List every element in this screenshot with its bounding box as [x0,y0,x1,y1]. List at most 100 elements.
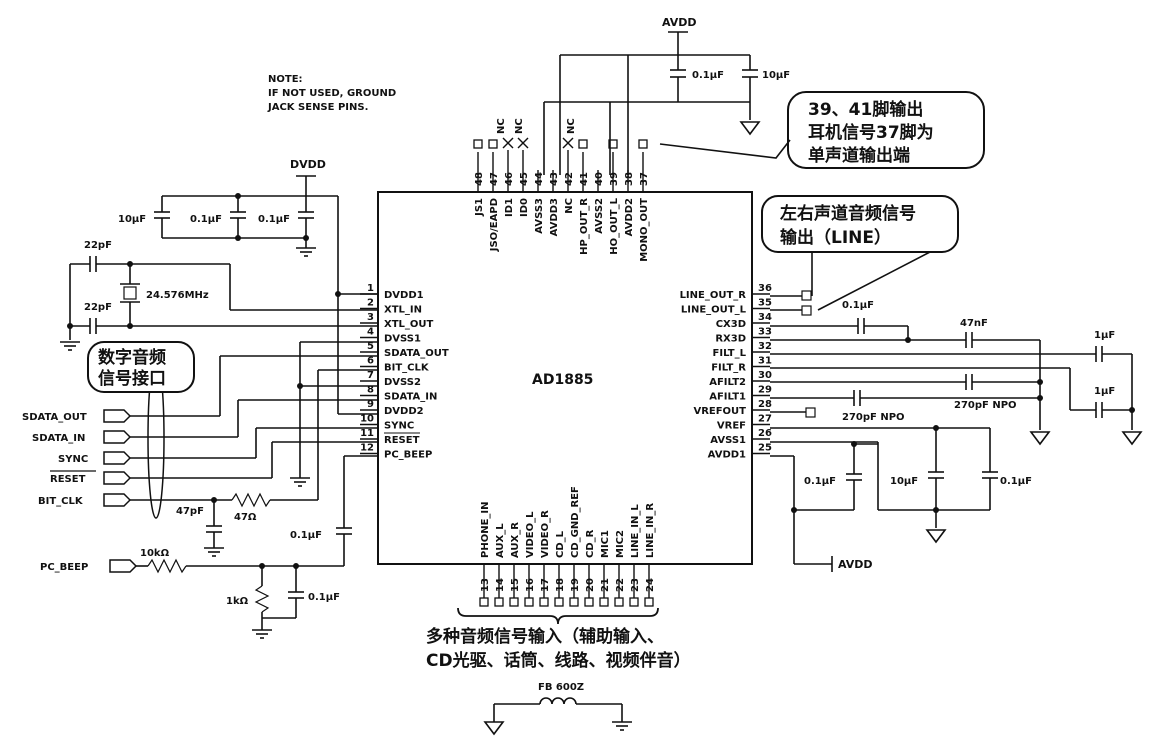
right-pin-number: 27 [758,414,772,425]
nc-label-a: NC [496,118,507,134]
cap-beep-label: 0.1μF [290,530,322,541]
bottom-pin-number: 19 [570,578,581,592]
top-pin-number: 47 [489,172,500,186]
top-pin-number: 40 [594,172,605,186]
right-pin-number: 32 [758,341,772,352]
port-bit-clk: BIT_CLK [38,493,132,507]
port-sdata-in-label: SDATA_IN [32,433,85,444]
right-pin-label: AVDD1 [708,450,746,461]
port-bit-clk-label: BIT_CLK [38,496,84,507]
port-sdata-in: SDATA_IN [32,430,132,444]
top-pin-label: MONO_OUT [639,198,650,262]
res-beep-gnd-label: 1kΩ [226,596,249,607]
bottom-pin-label: LINE_IN_R [645,503,656,558]
top-pin-label: ID0 [519,198,530,217]
top-pin-number: 48 [474,172,485,186]
headphone-callout [787,91,985,169]
bottom-pin-connector [584,597,594,607]
top-pin-number: 46 [504,172,515,186]
headphone-callout-line1: 39、41脚输出 [808,99,923,120]
left-pin-label: DVDD2 [384,406,424,417]
headphone-callout-pointer [659,139,791,159]
port-sdata-out-label: SDATA_OUT [22,412,87,423]
bottom-pin-number: 14 [495,578,506,592]
top-pin-label: AVDD3 [549,198,560,236]
left-pin-number: 6 [367,356,374,367]
nc-label-b: NC [514,118,525,134]
bottom-pin-label: CD_R [585,529,596,558]
right-pin-number: 25 [758,443,772,454]
cap-afilt1-label: 270pF NPO [842,412,905,423]
left-pin-label: SYNC [384,421,414,432]
port-sdata-out: SDATA_OUT [22,409,132,423]
cap-rx3d-label: 47nF [960,318,988,329]
top-pin-number: 43 [549,172,560,186]
lineout-callout-pointer-2 [817,251,931,311]
right-pin-label: AVSS1 [710,435,746,446]
cap-vref-1-label: 0.1μF [804,476,836,487]
note-line-3: JACK SENSE PINS. [267,102,368,113]
top-pin-number: 39 [609,172,620,186]
right-pins: 36LINE_OUT_R35LINE_OUT_L34CX3D33RX3D32FI… [680,283,772,461]
right-pin-label: FILT_L [713,348,747,359]
cap-xtal-2-label: 22pF [84,302,112,313]
bottom-pin-connector [629,597,639,607]
lineout-callout [761,195,959,253]
lineout-callout-line1: 左右声道音频信号 [780,203,916,224]
dvdd-rail-label: DVDD [290,158,326,171]
bottom-pin-number: 23 [630,578,641,592]
left-pin-number: 1 [367,283,374,294]
port-pc-beep-label: PC_BEEP [40,562,88,573]
cap-afilt2-label: 270pF NPO [954,400,1017,411]
left-pin-label: DVSS2 [384,377,421,388]
left-pin-label: DVDD1 [384,290,424,301]
bottom-pin-label: AUX_L [495,523,506,558]
inputs-callout-line1: 多种音频信号输入（辅助输入、 [426,626,664,647]
right-pin-number: 31 [758,356,772,367]
cap-vref-3-label: 0.1μF [1000,476,1032,487]
top-pin-label: HO_OUT_L [609,197,620,254]
lineout-callout-line2: 输出（LINE） [780,227,891,248]
right-pin-label: FILT_R [711,363,746,374]
nc-label-c: NC [566,118,577,134]
top-pin-label: AVSS3 [534,198,545,234]
left-pin-label: RESET [384,435,420,446]
bottom-pin-label: AUX_R [510,522,521,558]
crystal-circuit [60,256,378,351]
port-pc-beep: PC_BEEP [40,559,138,573]
right-pin-number: 29 [758,385,772,396]
top-pin-label: ID1 [504,198,515,217]
port-sync: SYNC [58,451,132,465]
digital-callout-line2: 信号接口 [98,368,166,389]
cap-beep-gnd-label: 0.1μF [308,592,340,603]
port-reset-label: RESET [50,474,86,485]
right-pin-label: LINE_OUT_R [680,290,747,301]
top-pin-number: 42 [564,172,575,186]
bottom-pin-connector [494,597,504,607]
top-pin-label: HP_OUT_R [579,198,590,255]
left-pin-number: 5 [367,341,374,352]
cap-avdd-1-label: 0.1μF [692,70,724,81]
bottom-pin-label: VIDEO_R [540,510,551,558]
cap-dvdd-2-label: 0.1μF [190,214,222,225]
top-pin-number: 44 [534,172,545,186]
left-pin-label: SDATA_OUT [384,348,449,359]
cap-filt-2-label: 1μF [1094,386,1115,397]
note-title: NOTE: [268,74,303,85]
avdd-rail [543,31,761,175]
bottom-pin-connector [524,597,534,607]
inputs-brace [457,607,659,625]
ferrite-label: FB 600Z [538,682,584,693]
bottom-pin-label: MIC1 [600,530,611,558]
left-pin-number: 2 [367,298,374,309]
top-pin-number: 37 [639,172,650,186]
bottom-pin-connector [569,597,579,607]
bottom-pin-connector [554,597,564,607]
top-pin-number: 45 [519,172,530,186]
left-pin-number: 4 [367,327,374,338]
right-pin-label: AFILT2 [709,377,746,388]
top-pin-connector [578,139,588,149]
left-pin-label: SDATA_IN [384,392,437,403]
bottom-pin-number: 24 [645,578,656,592]
